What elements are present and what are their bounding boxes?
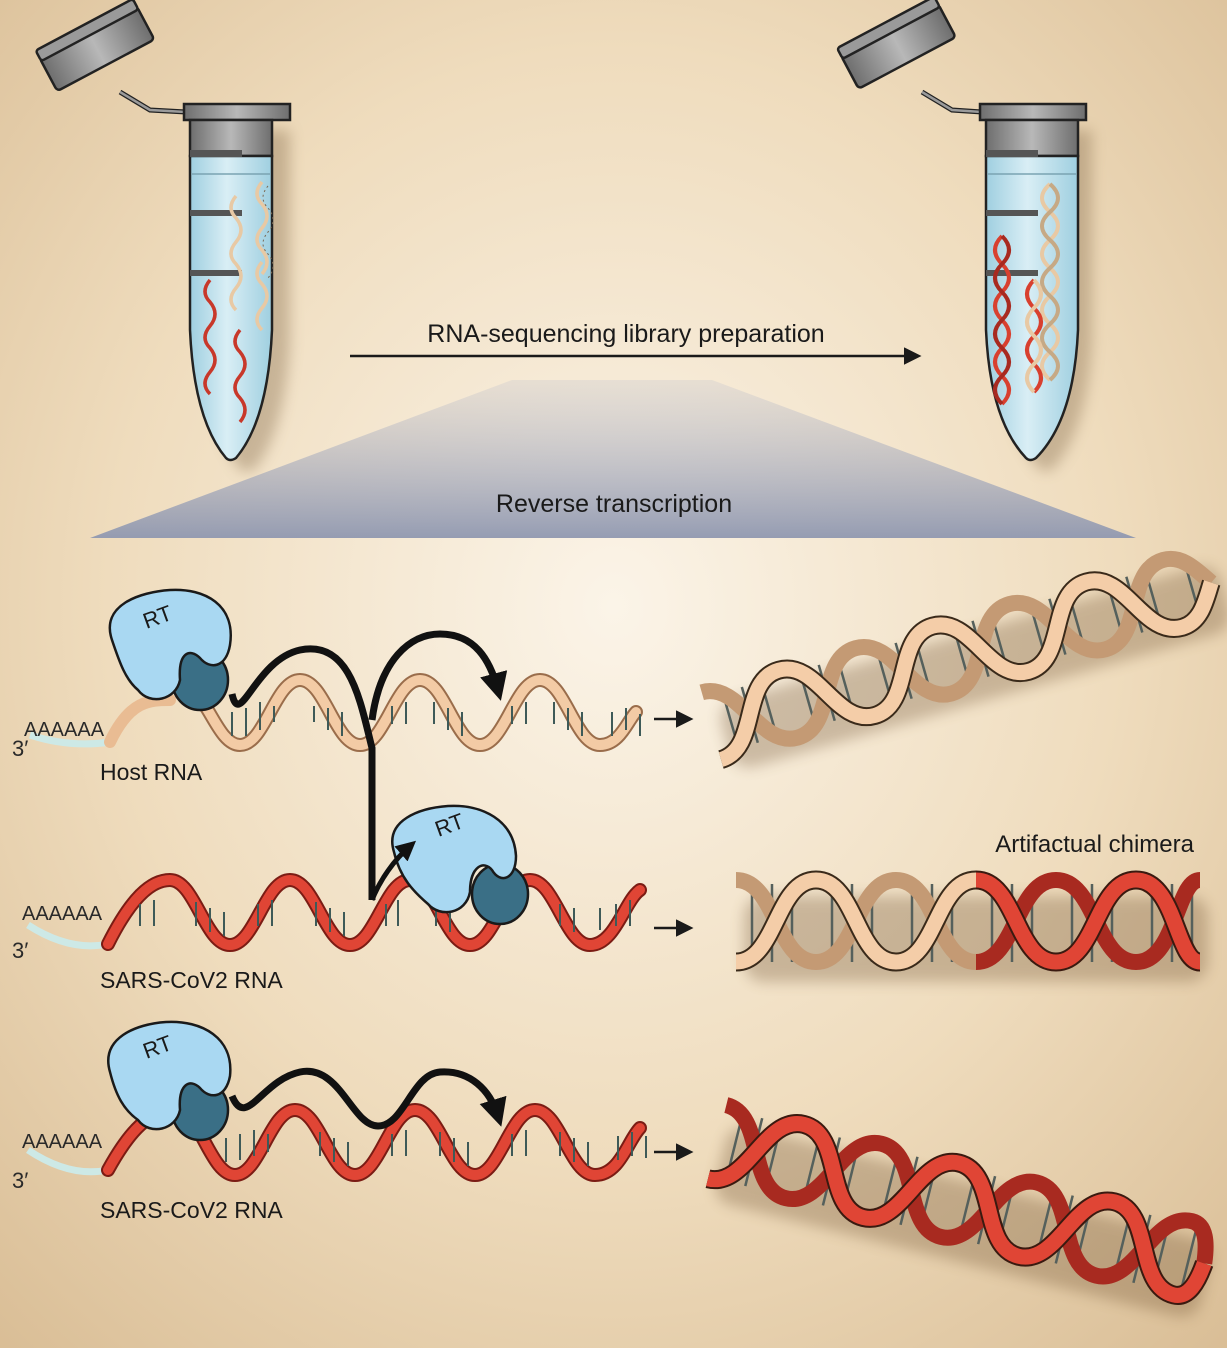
template-switch-arrow-head <box>369 840 417 901</box>
three-prime-label: 3′ <box>12 938 28 963</box>
three-prime-label: 3′ <box>12 1168 28 1193</box>
rt-enzyme-icon: RT <box>108 588 232 712</box>
reverse-transcription-label: Reverse transcription <box>496 490 732 518</box>
three-prime-label: 3′ <box>12 736 28 761</box>
rt-progress-arrow <box>368 630 508 721</box>
sars-rna-strand: AAAAAA 3′ SARS-CoV2 RNA <box>12 1102 647 1223</box>
tube-icon <box>836 0 1092 471</box>
host-rna-strand: AAAAAA 3′ Host RNA <box>12 672 643 785</box>
tube-icon <box>35 0 292 471</box>
artifactual-chimera-label: Artifactual chimera <box>995 831 1194 858</box>
poly-a-tail-label: AAAAAA <box>22 903 103 925</box>
rt-progress-arrow <box>228 1067 507 1130</box>
library-prep-label: RNA-sequencing library preparation <box>427 320 824 348</box>
host-rna-label: Host RNA <box>100 759 203 785</box>
template-switch-arrow <box>228 645 376 900</box>
rt-enzyme-icon: RT <box>107 1020 232 1142</box>
funnel-shape <box>90 380 1136 538</box>
poly-a-tail-label: AAAAAA <box>24 719 105 741</box>
sars-rna-label-1: SARS-CoV2 RNA <box>100 967 283 993</box>
dna-helix-icon <box>705 1097 1214 1317</box>
chimera-helix <box>734 870 1208 982</box>
poly-a-tail-label: AAAAAA <box>22 1131 103 1153</box>
dna-helix-icon <box>699 550 1227 769</box>
rt-enzyme-icon: RT <box>391 804 530 926</box>
sars-rna-label-2: SARS-CoV2 RNA <box>100 1197 283 1223</box>
